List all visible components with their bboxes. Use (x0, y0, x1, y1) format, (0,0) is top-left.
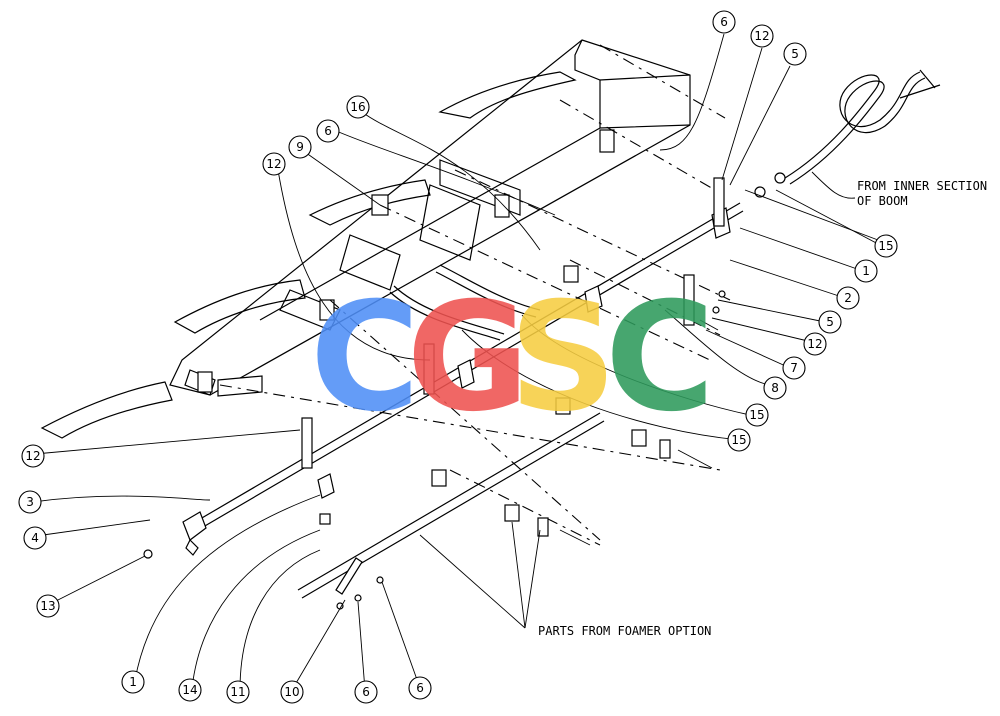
callout-10: 10 (280, 680, 304, 704)
callout-12-top: 12 (750, 24, 774, 48)
svg-text:15: 15 (731, 433, 746, 447)
callouts: 6 12 5 16 6 9 12 15 1 2 5 12 7 8 15 15 1… (18, 10, 898, 704)
svg-text:12: 12 (25, 449, 40, 463)
note-inner-section-line1: FROM INNER SECTION (857, 179, 987, 193)
callout-6-bottom-b: 6 (408, 676, 432, 700)
svg-text:12: 12 (807, 337, 822, 351)
foamer-option-parts (143, 265, 726, 610)
callout-1-right: 1 (854, 259, 878, 283)
callout-1-bottom: 1 (121, 670, 145, 694)
svg-text:13: 13 (40, 599, 55, 613)
callout-12-left: 12 (21, 444, 45, 468)
svg-text:11: 11 (230, 685, 245, 699)
svg-text:5: 5 (791, 47, 799, 61)
callout-11: 11 (226, 680, 250, 704)
watermark-letter-s: S (509, 271, 617, 445)
callout-7: 7 (782, 356, 806, 380)
callout-15-right: 15 (874, 234, 898, 258)
callout-5-top: 5 (783, 42, 807, 66)
callout-4: 4 (23, 526, 47, 550)
svg-text:10: 10 (284, 685, 299, 699)
svg-text:12: 12 (266, 157, 281, 171)
spray-pipe-assembly (182, 69, 941, 556)
callout-2: 2 (836, 286, 860, 310)
assembly-lines (219, 44, 731, 546)
svg-text:3: 3 (26, 495, 34, 509)
boom-frame (40, 39, 691, 439)
svg-text:8: 8 (771, 381, 779, 395)
svg-text:14: 14 (182, 683, 197, 697)
svg-text:5: 5 (826, 315, 834, 329)
callout-9: 9 (288, 135, 312, 159)
svg-text:9: 9 (296, 140, 304, 154)
watermark-letter-c2: C (605, 271, 715, 445)
leader-lines (32, 33, 881, 691)
callout-14: 14 (178, 678, 202, 702)
watermark-letter-c1: C (310, 271, 420, 445)
callout-5-right: 5 (818, 310, 842, 334)
callout-6-upper-left: 6 (316, 119, 340, 143)
notes: FROM INNER SECTION OF BOOM PARTS FROM FO… (538, 179, 987, 638)
callout-15-middle: 15 (745, 403, 769, 427)
svg-text:15: 15 (749, 408, 764, 422)
svg-text:12: 12 (754, 29, 769, 43)
callout-13: 13 (36, 594, 60, 618)
callout-12-right: 12 (803, 332, 827, 356)
watermark-letter-g: G (406, 271, 529, 445)
svg-text:16: 16 (350, 100, 365, 114)
svg-text:6: 6 (720, 15, 728, 29)
callout-6-top: 6 (712, 10, 736, 34)
callout-3: 3 (18, 490, 42, 514)
note-inner-section-line2: OF BOOM (857, 194, 908, 208)
svg-text:6: 6 (416, 681, 424, 695)
callout-6-bottom-a: 6 (354, 680, 378, 704)
note-foamer-option: PARTS FROM FOAMER OPTION (538, 624, 711, 638)
svg-text:6: 6 (324, 124, 332, 138)
callout-8: 8 (763, 376, 787, 400)
svg-text:4: 4 (31, 531, 39, 545)
svg-text:7: 7 (790, 361, 798, 375)
callout-15-lower: 15 (727, 428, 751, 452)
svg-text:2: 2 (844, 291, 852, 305)
svg-text:15: 15 (878, 239, 893, 253)
svg-text:1: 1 (862, 264, 870, 278)
svg-text:1: 1 (129, 675, 137, 689)
callout-12-left-top: 12 (262, 152, 286, 176)
svg-text:6: 6 (362, 685, 370, 699)
watermark: C G S C (310, 271, 715, 445)
callout-16: 16 (346, 95, 370, 119)
